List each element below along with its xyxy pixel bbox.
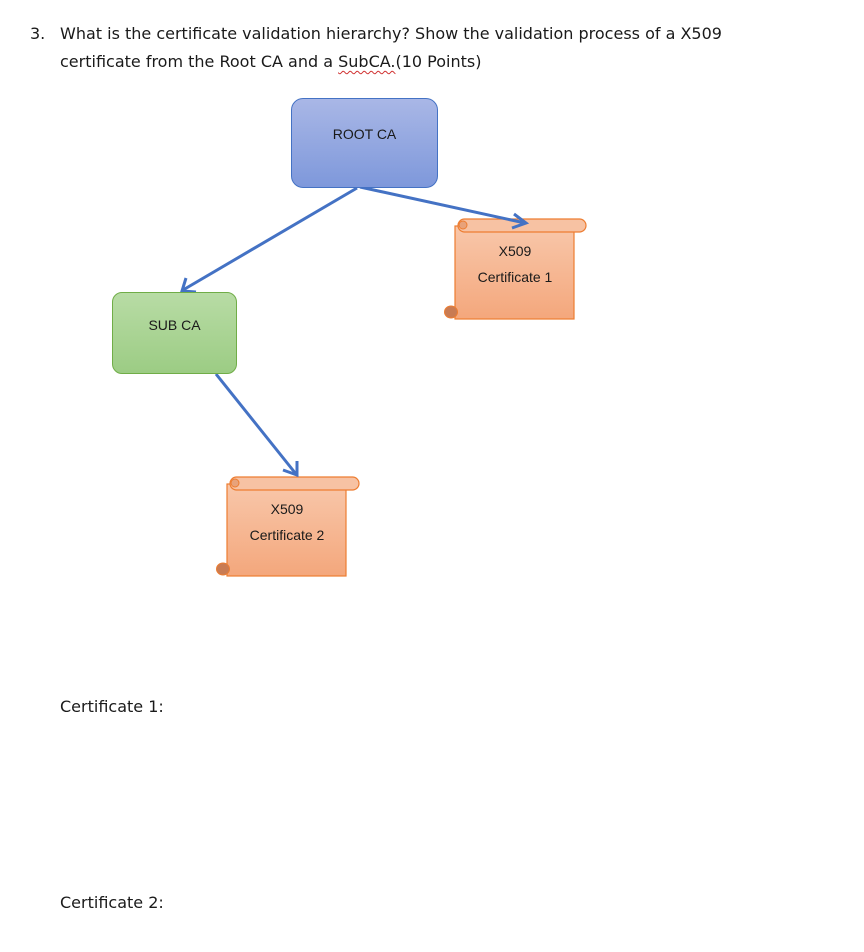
sub-ca-box: SUB CA — [112, 292, 237, 374]
certificate-1-name: Certificate 1 — [477, 269, 553, 285]
arrow-root-to-cert1 — [359, 185, 530, 230]
certificate-2-name: Certificate 2 — [249, 527, 325, 543]
root-ca-box: ROOT CA — [291, 98, 438, 188]
spellcheck-flagged-word: SubCA. — [338, 52, 396, 71]
certificate-1-label: X509 Certificate 1 — [458, 238, 572, 290]
arrow-root-to-subca — [180, 186, 358, 294]
certificate-2-scroll — [216, 476, 360, 577]
certificate-2-type: X509 — [270, 501, 304, 517]
question-number: 3. — [30, 24, 46, 43]
question-line-1: What is the certificate validation hiera… — [60, 24, 722, 43]
question-points: (10 Points) — [395, 52, 482, 71]
answer-certificate-1-label: Certificate 1: — [60, 697, 164, 716]
arrow-subca-to-cert2 — [214, 373, 299, 478]
question-text: What is the certificate validation hiera… — [60, 20, 820, 76]
answer-certificate-2-label: Certificate 2: — [60, 893, 164, 912]
root-ca-label: ROOT CA — [332, 126, 397, 142]
certificate-1-type: X509 — [498, 243, 532, 259]
question-line-2: certificate from the Root CA and a SubCA… — [60, 48, 820, 76]
sub-ca-label: SUB CA — [148, 317, 201, 333]
question-line-2-start: certificate from the Root CA and a — [60, 52, 339, 71]
certificate-2-label: X509 Certificate 2 — [229, 496, 345, 548]
